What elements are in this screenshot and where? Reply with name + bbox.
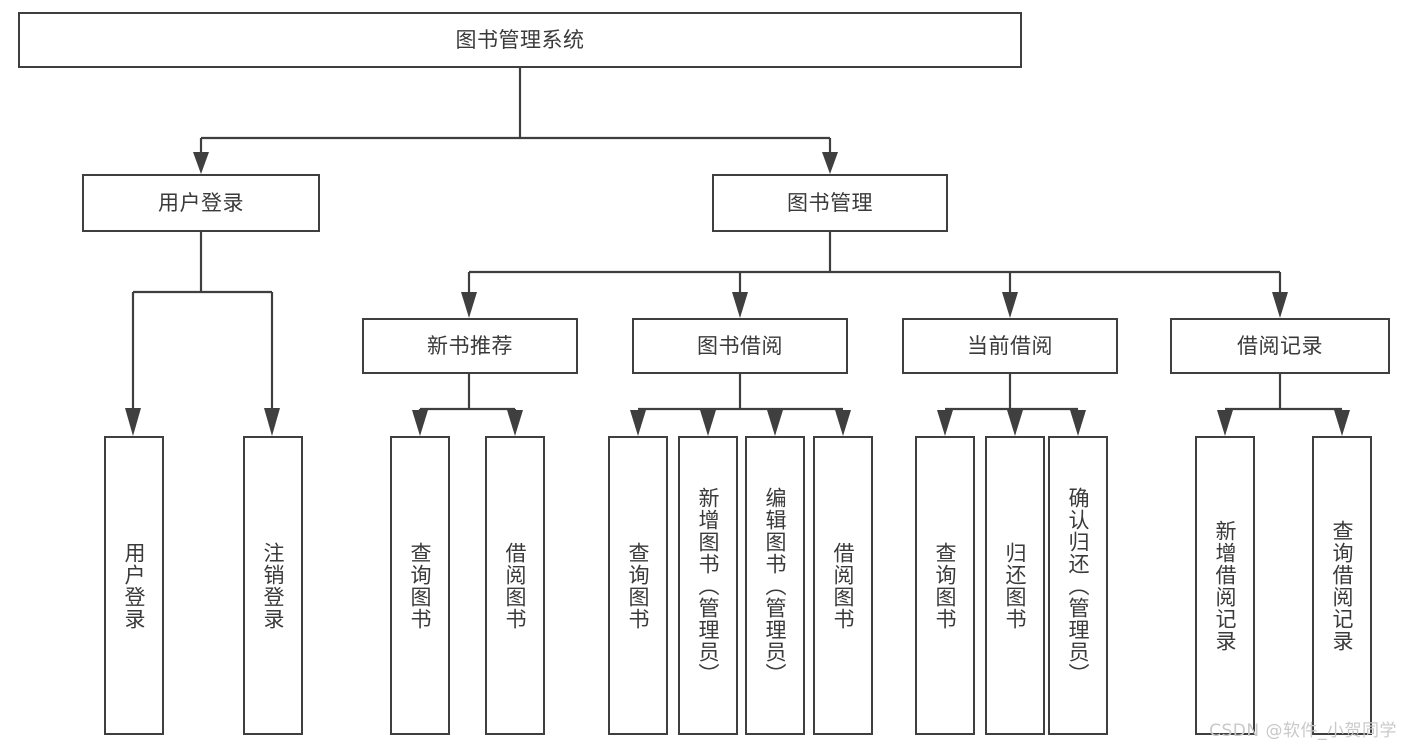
leaf-new-book-borrow-book[interactable]: 借阅图书: [485, 436, 545, 735]
leaf-record-add-record[interactable]: 新增借阅记录: [1195, 436, 1255, 735]
arrow-bb-leaf-4: [835, 410, 851, 436]
node-label: 查询图书: [626, 541, 651, 630]
node-user-login[interactable]: 用户登录: [82, 174, 320, 232]
leaf-borrow-query-book[interactable]: 查询图书: [608, 436, 668, 735]
node-label: 注销登录: [261, 541, 286, 630]
node-new-book-recommend[interactable]: 新书推荐: [362, 318, 578, 374]
node-book-borrow[interactable]: 图书借阅: [632, 318, 848, 374]
arrow-cb-leaf-3: [1070, 410, 1086, 436]
node-root-system[interactable]: 图书管理系统: [18, 12, 1022, 68]
leaf-borrow-edit-book-admin[interactable]: 编辑图书（管理员）: [745, 436, 805, 735]
arrow-br-leaf-2: [1334, 410, 1350, 436]
leaf-logout[interactable]: 注销登录: [243, 436, 303, 735]
node-label: 当前借阅: [967, 333, 1053, 358]
node-book-management[interactable]: 图书管理: [712, 174, 948, 232]
node-label: 图书管理: [787, 190, 873, 215]
arrow-leaf-user-login: [125, 408, 141, 436]
leaf-record-query-record[interactable]: 查询借阅记录: [1312, 436, 1372, 735]
node-label: 新增图书（管理员）: [696, 486, 721, 685]
arrow-cb-leaf-1: [937, 410, 953, 436]
arrow-bb-leaf-1: [630, 410, 646, 436]
node-label: 新增借阅记录: [1213, 519, 1238, 652]
node-label: 借阅图书: [503, 541, 528, 630]
node-current-borrow[interactable]: 当前借阅: [902, 318, 1118, 374]
arrow-br-leaf-1: [1217, 410, 1233, 436]
node-label: 编辑图书（管理员）: [763, 486, 788, 685]
arrow-bb-leaf-2: [700, 410, 716, 436]
arrow-new-book: [461, 292, 477, 318]
leaf-new-book-query-book[interactable]: 查询图书: [390, 436, 450, 735]
node-borrow-record[interactable]: 借阅记录: [1170, 318, 1390, 374]
leaf-user-login[interactable]: 用户登录: [104, 436, 164, 735]
node-label: 用户登录: [158, 190, 244, 215]
node-label: 图书借阅: [697, 333, 783, 358]
leaf-borrow-borrow-book[interactable]: 借阅图书: [813, 436, 873, 735]
node-label: 新书推荐: [427, 333, 513, 358]
node-label: 图书管理系统: [455, 27, 585, 52]
node-label: 查询借阅记录: [1330, 519, 1355, 652]
arrow-nb-leaf-1: [412, 410, 428, 436]
node-label: 归还图书: [1003, 541, 1028, 630]
arrow-current-borrow: [1002, 292, 1018, 318]
node-label: 查询图书: [933, 541, 958, 630]
leaf-current-return-book[interactable]: 归还图书: [985, 436, 1045, 735]
node-label: 用户登录: [122, 541, 147, 630]
leaf-current-query-book[interactable]: 查询图书: [915, 436, 975, 735]
node-label: 查询图书: [408, 541, 433, 630]
arrow-borrow-record: [1272, 292, 1288, 318]
leaf-borrow-add-book-admin[interactable]: 新增图书（管理员）: [678, 436, 738, 735]
arrow-user-login: [193, 152, 209, 174]
leaf-current-confirm-return-admin[interactable]: 确认归还（管理员）: [1048, 436, 1108, 735]
csdn-watermark: CSDN @软件_小贺同学: [1209, 721, 1397, 741]
arrow-leaf-logout: [264, 408, 280, 436]
node-label: 确认归还（管理员）: [1066, 486, 1091, 685]
arrow-nb-leaf-2: [507, 410, 523, 436]
node-label: 借阅记录: [1237, 333, 1323, 358]
node-label: 借阅图书: [831, 541, 856, 630]
arrow-cb-leaf-2: [1007, 410, 1023, 436]
arrow-book-manage: [822, 152, 838, 174]
arrow-book-borrow: [732, 292, 748, 318]
arrow-bb-leaf-3: [767, 410, 783, 436]
